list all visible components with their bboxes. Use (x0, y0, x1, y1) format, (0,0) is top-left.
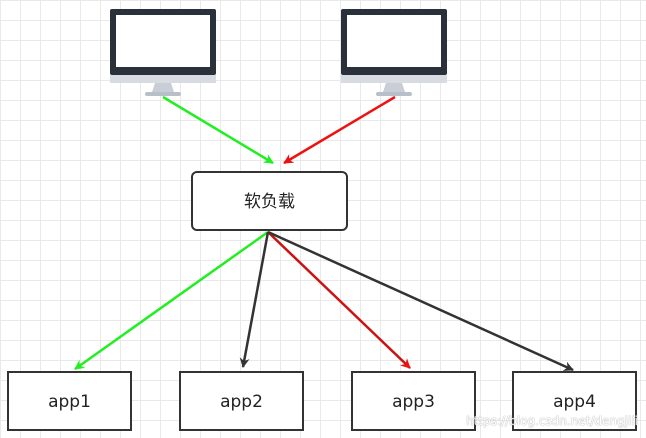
app3-node: app3 (351, 371, 476, 431)
app4-node: app4 (512, 371, 637, 431)
app1-label: app1 (48, 392, 91, 412)
load-balancer-label: 软负载 (244, 192, 295, 212)
edge-client1-balancer (162, 95, 274, 165)
edge-balancer-app3 (267, 231, 411, 369)
edge-client2-balancer (283, 95, 396, 165)
edge-balancer-app2 (239, 231, 270, 368)
app3-label: app3 (392, 392, 435, 412)
app1-node: app1 (7, 371, 132, 431)
watermark-text: https://blog.csdn.net/dengjili (466, 414, 638, 428)
edge-balancer-app1 (74, 230, 269, 371)
client-1-monitor-icon (110, 9, 216, 96)
edge-balancer-app4 (267, 230, 574, 372)
app2-label: app2 (220, 392, 263, 412)
load-balancer-node: 软负载 (191, 171, 348, 231)
client-2-monitor-icon (341, 9, 447, 96)
app2-node: app2 (179, 371, 304, 431)
app4-label: app4 (553, 392, 596, 412)
